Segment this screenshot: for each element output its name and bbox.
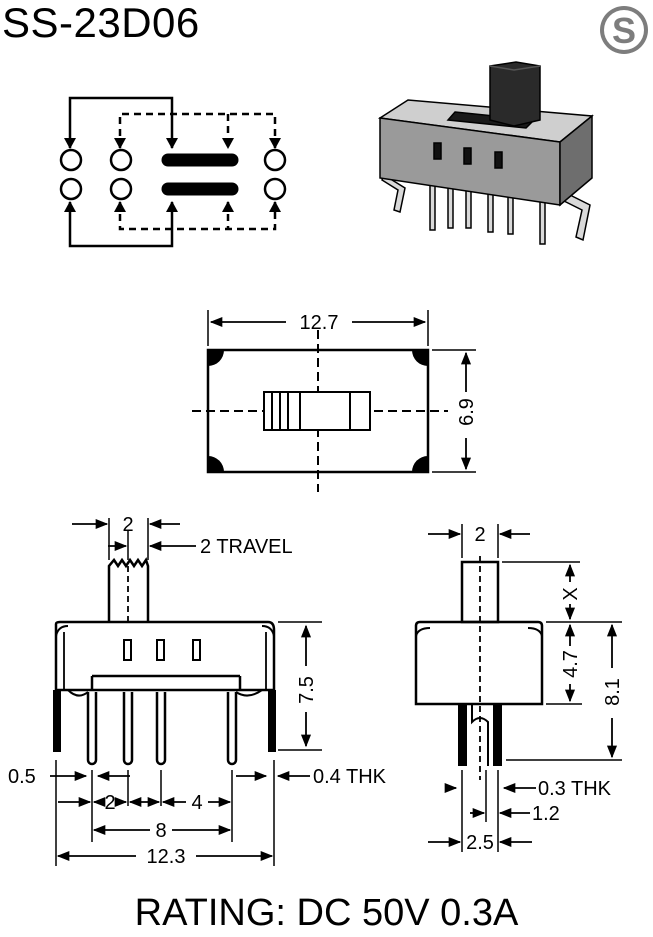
rating-label: RATING: DC 50V 0.3A (134, 892, 519, 934)
logo-letter: S (612, 10, 636, 51)
contact-terminal (263, 148, 287, 172)
front-height-label: 7.5 (296, 676, 318, 704)
pitch-outer-label: 4 (191, 792, 202, 814)
body-length-label: 12.3 (147, 846, 186, 868)
contact-terminal (263, 177, 287, 201)
travel-label: 2 TRAVEL (200, 536, 293, 558)
top-view-height-label: 6.9 (456, 398, 478, 426)
front-view-dimension-lines (50, 518, 322, 866)
side-body-height-label: 4.7 (560, 650, 582, 678)
front-actuator-width-label: 2 (122, 514, 133, 536)
contact-terminal (109, 148, 133, 172)
front-view-mount-legs (53, 690, 276, 752)
contact-terminal (109, 177, 133, 201)
top-view-width-label: 12.7 (300, 312, 339, 334)
circuit-schematic (59, 96, 287, 248)
side-total-height-label: 8.1 (602, 678, 624, 706)
pin-width-label: 0.5 (8, 766, 36, 788)
dashed-path-bottom (118, 202, 277, 231)
logo-seal: S (600, 6, 648, 54)
top-view-outline (192, 310, 476, 492)
front-view-outline (54, 557, 276, 766)
contact-terminal (59, 177, 83, 201)
pin-span-label: 8 (155, 820, 166, 842)
side-pin-span-label: 2.5 (466, 832, 494, 854)
dashed-path-top (118, 112, 277, 148)
side-view-dimension-lines (428, 524, 622, 852)
side-view-outline (414, 556, 544, 780)
switch-product-illustration (377, 61, 594, 245)
solid-path-bottom (68, 202, 174, 248)
pin-offset-label: 1.2 (532, 803, 560, 825)
actuator-height-label: X (560, 587, 582, 600)
pitch-label: 2 (104, 792, 115, 814)
side-view-pins (458, 704, 502, 766)
side-pin-thickness-label: 0.3 THK (538, 778, 612, 800)
part-number-title: SS-23D06 (2, 0, 200, 46)
side-actuator-width-label: 2 (474, 524, 485, 546)
front-pin-thickness-label: 0.4 THK (313, 766, 387, 788)
contact-terminal (59, 148, 83, 172)
solid-path-top (68, 96, 174, 148)
